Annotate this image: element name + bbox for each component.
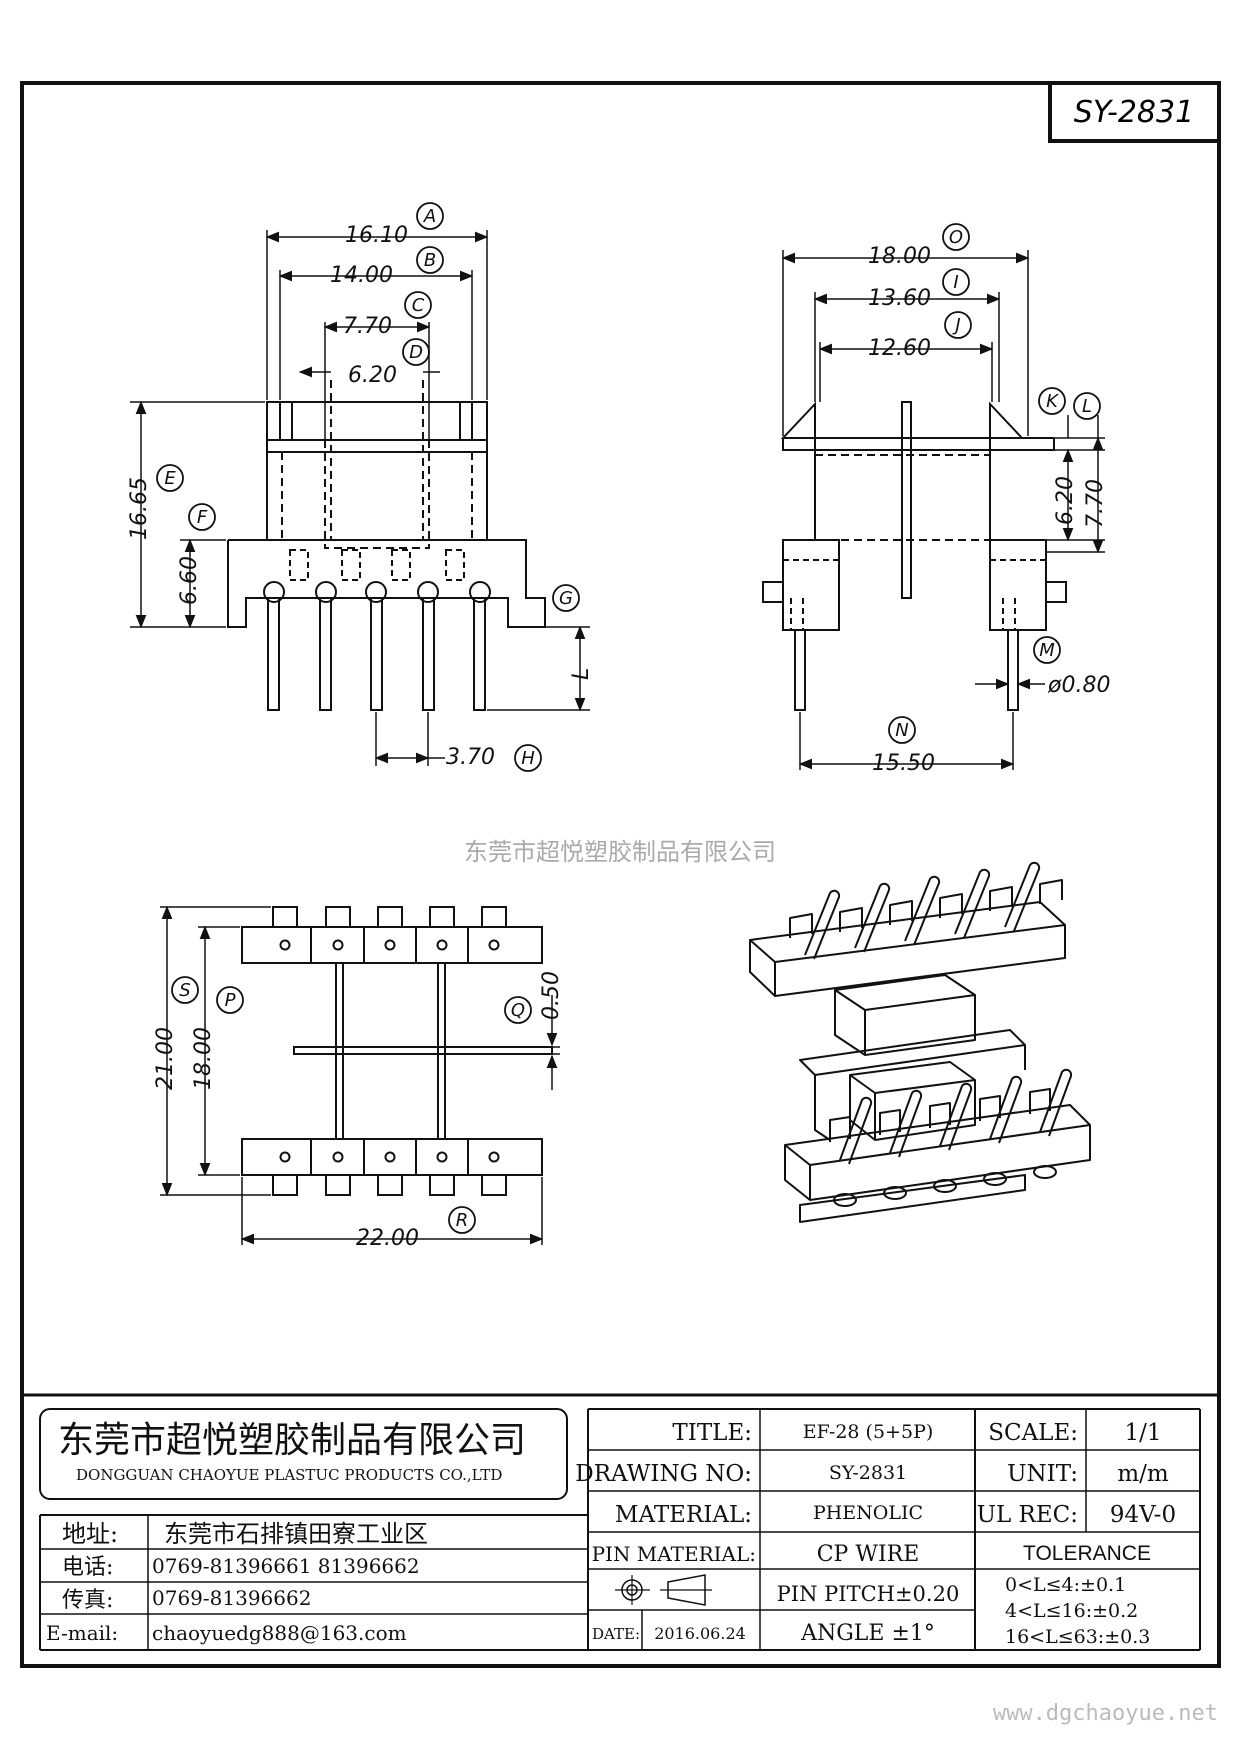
scale-label: SCALE: xyxy=(988,1420,1078,1446)
fax-value: 0769-81396662 xyxy=(152,1586,311,1610)
circled-letters: A B C D E F G H O I J K L M N S P Q R xyxy=(156,202,1101,1234)
side-view xyxy=(762,401,1067,711)
date-label: DATE: xyxy=(592,1625,640,1643)
phone-label: 电话: xyxy=(62,1555,113,1580)
letter-i: I xyxy=(953,272,958,293)
pin-pitch: PIN PITCH±0.20 xyxy=(777,1582,960,1606)
dim-e-value: 16.65 xyxy=(127,477,152,540)
isometric-view xyxy=(749,861,1091,1223)
dim-r-value: 22.00 xyxy=(356,1226,419,1251)
letter-s: S xyxy=(179,980,190,1001)
address-value: 东莞市石排镇田寮工业区 xyxy=(164,1520,428,1548)
drawing-no-label: DRAWING NO: xyxy=(575,1461,752,1487)
letter-f: F xyxy=(197,507,208,528)
dim-q-value: 0.50 xyxy=(539,971,564,1020)
tolerance-label: TOLERANCE xyxy=(1023,1542,1151,1565)
email-value: chaoyuedg888@163.com xyxy=(152,1621,407,1645)
letter-j: J xyxy=(952,315,960,336)
dim-h-value: 3.70 xyxy=(446,745,495,770)
title-block-text: 东莞市超悦塑胶制品有限公司 DONGGUAN CHAOYUE PLASTUC P… xyxy=(46,1420,1176,1648)
date-value: 2016.06.24 xyxy=(654,1624,746,1643)
dimension-labels: 16.10 14.00 7.70 6.20 16.65 6.60 L 3.70 … xyxy=(127,223,1110,1251)
dim-a-value: 16.10 xyxy=(345,223,408,248)
code-box-label: SY-2831 xyxy=(1074,95,1194,130)
tolerance-2: 4<L≤16:±0.2 xyxy=(1005,1600,1138,1622)
letter-h: H xyxy=(521,748,535,769)
letter-q: Q xyxy=(511,1000,525,1021)
letter-a: A xyxy=(423,206,436,227)
address-label: 地址: xyxy=(62,1520,118,1548)
bottom-view-dims xyxy=(160,905,560,1245)
letter-e: E xyxy=(164,468,176,489)
email-label: E-mail: xyxy=(46,1621,118,1645)
letter-b: B xyxy=(424,250,436,271)
unit-value: m/m xyxy=(1117,1461,1169,1487)
dim-c-value: 7.70 xyxy=(343,314,392,339)
outer-frame xyxy=(20,81,1221,1668)
company-en: DONGGUAN CHAOYUE PLASTUC PRODUCTS CO.,LT… xyxy=(76,1466,502,1484)
title-block-lines xyxy=(22,1393,1219,1651)
letter-c: C xyxy=(412,295,425,316)
dim-d-value: 6.20 xyxy=(348,363,397,388)
letter-d: D xyxy=(409,342,423,363)
side-view-dims xyxy=(781,250,1105,770)
drawing-no-value: SY-2831 xyxy=(829,1462,907,1484)
angle: ANGLE ±1° xyxy=(800,1621,935,1646)
bottom-view xyxy=(241,906,553,1196)
material-label: MATERIAL: xyxy=(615,1502,752,1528)
unit-label: UNIT: xyxy=(1007,1461,1078,1487)
fax-label: 传真: xyxy=(62,1588,113,1613)
ul-value: 94V-0 xyxy=(1110,1502,1176,1528)
letter-k: K xyxy=(1046,391,1059,412)
dim-n-value: 15.50 xyxy=(872,751,935,776)
letter-l: L xyxy=(1082,396,1092,417)
dim-i-value: 13.60 xyxy=(868,286,931,311)
watermark-url: www.dgchaoyue.net xyxy=(993,1701,1218,1726)
phone-value: 0769-81396661 81396662 xyxy=(152,1554,420,1578)
front-view-dims xyxy=(130,230,590,766)
letter-g: G xyxy=(559,588,573,609)
letter-o: O xyxy=(949,227,963,248)
watermark-center: 东莞市超悦塑胶制品有限公司 xyxy=(464,838,776,866)
title-label: TITLE: xyxy=(672,1420,752,1446)
dim-k-value: 6.20 xyxy=(1053,476,1078,525)
dim-b-value: 14.00 xyxy=(330,263,393,288)
letter-m: M xyxy=(1039,640,1055,661)
dim-l2-value: 7.70 xyxy=(1083,479,1108,528)
scale-value: 1/1 xyxy=(1124,1420,1161,1446)
tolerance-1: 0<L≤4:±0.1 xyxy=(1005,1574,1126,1596)
title-value: EF-28 (5+5P) xyxy=(803,1421,934,1443)
letter-n: N xyxy=(895,720,908,741)
dim-j-value: 12.60 xyxy=(868,336,931,361)
letter-r: R xyxy=(456,1210,469,1231)
material-value: PHENOLIC xyxy=(813,1502,923,1524)
letter-p: P xyxy=(225,990,236,1011)
pin-material-value: CP WIRE xyxy=(817,1542,920,1567)
front-view xyxy=(227,380,546,711)
company-cn: 东莞市超悦塑胶制品有限公司 xyxy=(58,1420,526,1461)
pin-material-label: PIN MATERIAL: xyxy=(592,1542,756,1566)
dim-s-value: 21.00 xyxy=(153,1027,178,1090)
ul-label: UL REC: xyxy=(977,1502,1078,1528)
dim-o-value: 18.00 xyxy=(868,244,931,269)
code-box xyxy=(1048,81,1221,143)
dim-m-value: ø0.80 xyxy=(1047,673,1110,698)
dim-l-value: L xyxy=(569,668,594,680)
tolerance-3: 16<L≤63:±0.3 xyxy=(1005,1626,1150,1648)
dim-p-value: 18.00 xyxy=(191,1027,216,1090)
dim-f-value: 6.60 xyxy=(177,556,202,605)
